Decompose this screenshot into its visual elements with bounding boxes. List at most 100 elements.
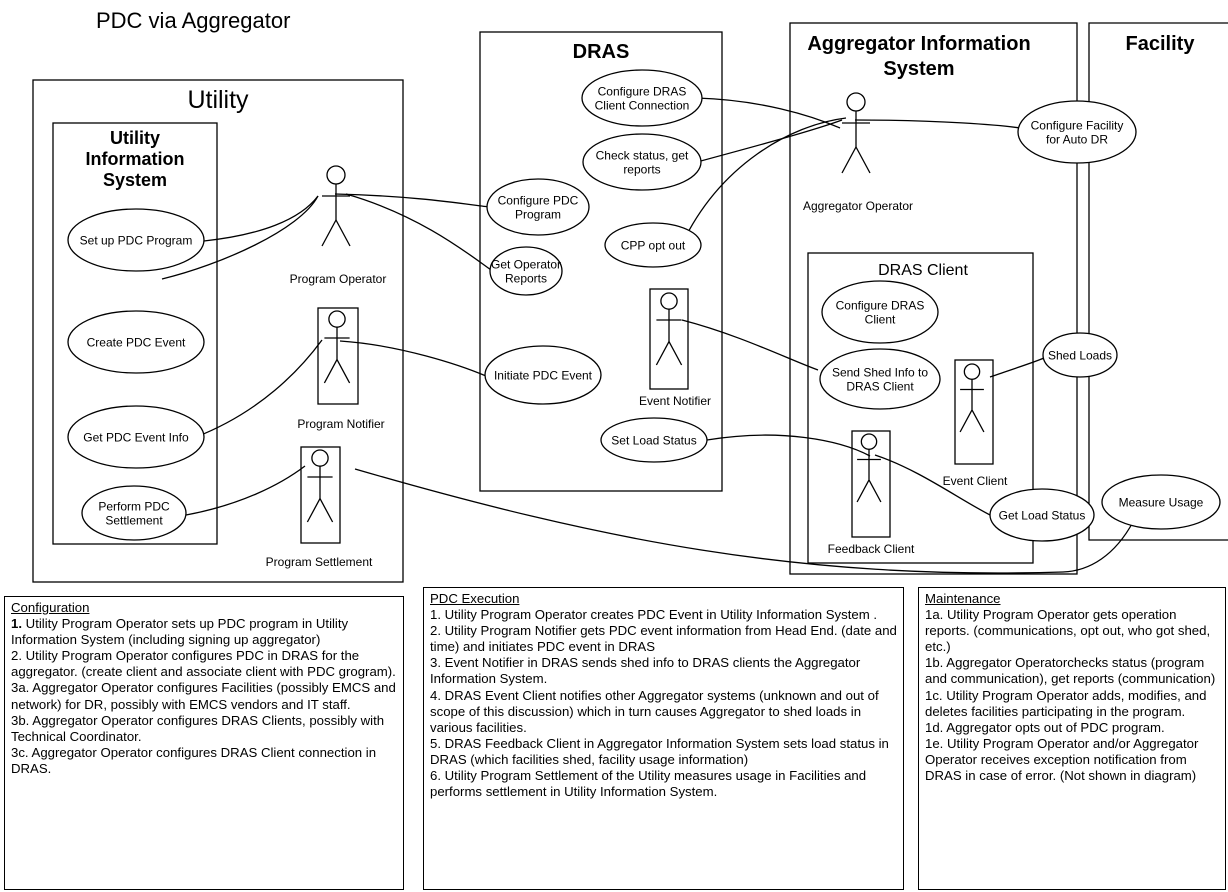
note-maintenance-line: 1b. Aggregator Operatorchecks status (pr… (925, 655, 1219, 687)
use-case-configure-facility[interactable] (1017, 100, 1137, 164)
association-line (696, 97, 841, 129)
use-case-configure-dras-client-connection[interactable] (581, 69, 703, 127)
note-maintenance-line-text: 1e. Utility Program Operator and/or Aggr… (925, 735, 1199, 784)
note-configuration-line: 1. Utility Program Operator sets up PDC … (11, 616, 397, 648)
dras-client-boundary-title: DRAS Client (878, 262, 968, 279)
use-case-get-operator-reports-label: Get Operator (491, 258, 561, 272)
note-execution-line-text: 5. DRAS Feedback Client in Aggregator In… (430, 735, 889, 767)
actor-program-settlement[interactable] (300, 446, 341, 544)
use-case-get-operator-reports[interactable] (489, 246, 563, 296)
use-case-measure-usage-label: Measure Usage (1119, 496, 1204, 510)
association-line (354, 468, 1134, 574)
use-case-initiate-pdc-event-label: Initiate PDC Event (494, 369, 593, 383)
aggregator-info-system-title: Aggregator Information (807, 33, 1030, 55)
association-line (161, 195, 319, 280)
use-case-send-shed-info[interactable] (819, 348, 941, 410)
note-maintenance-line: 1e. Utility Program Operator and/or Aggr… (925, 736, 1219, 784)
association-line (681, 319, 819, 371)
note-maintenance-line: 1d. Aggregator opts out of PDC program. (925, 720, 1219, 736)
association-line (345, 193, 492, 271)
use-case-get-load-status[interactable] (989, 488, 1095, 542)
note-execution-line: 1. Utility Program Operator creates PDC … (430, 607, 897, 623)
utility-boundary (32, 79, 404, 583)
utility-boundary-title: Utility (187, 86, 249, 114)
use-case-set-load-status-label: Set Load Status (611, 434, 696, 448)
association-line (681, 117, 847, 245)
use-case-configure-pdc-program[interactable] (486, 178, 590, 236)
use-case-send-shed-info-label: Send Shed Info to (832, 366, 928, 380)
use-case-get-operator-reports-label: Reports (505, 272, 547, 286)
association-line (706, 434, 871, 457)
utility-info-system-boundary (52, 122, 218, 545)
note-configuration-line: 3b. Aggregator Operator configures DRAS … (11, 713, 397, 745)
note-configuration-line-text: 3a. Aggregator Operator configures Facil… (11, 680, 396, 712)
note-execution-line-text: 2. Utility Program Notifier gets PDC eve… (430, 623, 897, 655)
actor-feedback-client[interactable] (851, 430, 891, 538)
use-case-configure-pdc-program-label: Configure PDC (498, 194, 579, 208)
note-maintenance: Maintenance 1a. Utility Program Operator… (918, 587, 1226, 890)
note-maintenance-line: 1c. Utility Program Operator adds, modif… (925, 688, 1219, 720)
note-execution-line: 4. DRAS Event Client notifies other Aggr… (430, 688, 897, 736)
use-case-shed-loads[interactable] (1042, 332, 1118, 378)
use-case-initiate-pdc-event[interactable] (484, 345, 602, 405)
note-configuration-line-text: 3c. Aggregator Operator configures DRAS … (11, 744, 377, 776)
actor-program-operator[interactable] (321, 165, 351, 247)
utility-info-system-title: Information (86, 149, 185, 169)
use-case-set-up-pdc-program-label: Set up PDC Program (80, 234, 193, 248)
note-execution-line: 5. DRAS Feedback Client in Aggregator In… (430, 736, 897, 768)
use-case-configure-dras-client-connection-label: Client Connection (595, 99, 690, 113)
use-case-configure-dras-client[interactable] (821, 280, 939, 344)
utility-info-system-title: System (103, 170, 167, 190)
note-configuration-line-text: Utility Program Operator sets up PDC pro… (11, 616, 349, 648)
note-maintenance-line-text: 1d. Aggregator opts out of PDC program. (925, 719, 1165, 735)
actor-event-client[interactable] (954, 359, 994, 465)
note-configuration-line-text: 3b. Aggregator Operator configures DRAS … (11, 712, 385, 744)
use-case-send-shed-info-label: DRAS Client (846, 380, 914, 394)
use-case-configure-facility-label: Configure Facility (1031, 119, 1124, 133)
use-case-check-status[interactable] (582, 133, 702, 191)
actor-program-settlement-label: Program Settlement (266, 555, 373, 569)
association-line (854, 119, 1021, 129)
use-case-measure-usage[interactable] (1101, 474, 1221, 530)
note-execution-title: PDC Execution (430, 591, 520, 606)
use-case-configure-dras-client-connection-label: Configure DRAS (598, 85, 687, 99)
note-configuration-line-number: 1. (11, 616, 22, 632)
actor-aggregator-operator[interactable] (841, 92, 871, 174)
association-line (334, 193, 491, 208)
note-maintenance-line-text: 1b. Aggregator Operatorchecks status (pr… (925, 655, 1216, 687)
actor-program-notifier[interactable] (317, 307, 359, 405)
note-configuration-title: Configuration (11, 600, 90, 615)
use-case-configure-dras-client-label: Client (865, 313, 896, 327)
use-case-set-load-status[interactable] (600, 417, 708, 463)
note-execution-line: 3. Event Notifier in DRAS sends shed inf… (430, 655, 897, 687)
use-case-perform-pdc-settlement[interactable] (81, 485, 187, 541)
note-execution: PDC Execution 1. Utility Program Operato… (423, 587, 904, 890)
use-case-check-status-label: Check status, get (596, 149, 689, 163)
use-case-check-status-label: reports (623, 163, 660, 177)
aggregator-info-system-boundary (789, 22, 1078, 575)
use-case-set-up-pdc-program[interactable] (67, 208, 205, 272)
dras-boundary-title: DRAS (573, 41, 630, 63)
note-maintenance-title: Maintenance (925, 591, 1001, 606)
note-configuration-line: 2. Utility Program Operator configures P… (11, 648, 397, 680)
actor-program-operator-label: Program Operator (290, 272, 387, 286)
note-maintenance-line: 1a. Utility Program Operator gets operat… (925, 607, 1219, 655)
note-configuration-lines: 1. Utility Program Operator sets up PDC … (11, 616, 397, 777)
use-case-get-pdc-event-info[interactable] (67, 405, 205, 469)
actor-aggregator-operator-label: Aggregator Operator (803, 199, 913, 213)
note-execution-line: 2. Utility Program Notifier gets PDC eve… (430, 623, 897, 655)
note-configuration-line: 3a. Aggregator Operator configures Facil… (11, 680, 397, 712)
facility-boundary (1088, 22, 1228, 541)
note-maintenance-line-text: 1c. Utility Program Operator adds, modif… (925, 687, 1207, 719)
use-case-cpp-opt-out-label: CPP opt out (621, 239, 686, 253)
association-line (339, 340, 487, 377)
use-case-cpp-opt-out[interactable] (604, 222, 702, 268)
note-configuration: Configuration 1. Utility Program Operato… (4, 596, 404, 890)
actor-event-notifier[interactable] (649, 288, 689, 390)
facility-boundary-title: Facility (1126, 33, 1196, 55)
association-line (989, 357, 1045, 378)
association-line (696, 119, 843, 163)
use-case-create-pdc-event[interactable] (67, 310, 205, 374)
actor-event-notifier-label: Event Notifier (639, 394, 711, 408)
dras-client-boundary (807, 252, 1034, 564)
